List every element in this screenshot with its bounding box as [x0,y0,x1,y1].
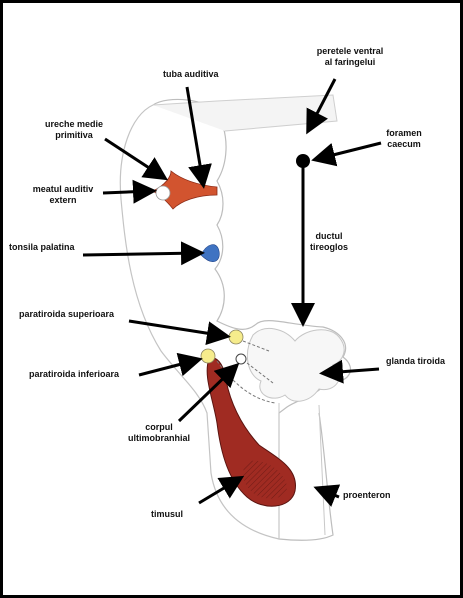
label-ureche-line1: ureche medie [44,119,104,129]
label-foramen-line2: caecum [387,139,421,149]
label-proenteron-text: proenteron [343,490,391,500]
label-proenteron: proenteron [343,490,391,501]
meatus-circle [155,185,171,201]
arrow-paratiroida-inf [138,352,203,377]
label-ureche: ureche medie primitiva [29,119,119,141]
foramen-caecum-dot [296,154,310,168]
label-ductul: ductul tireoglos [299,231,359,253]
label-peretele-line1: peretele ventral [316,46,384,56]
label-corpul: corpul ultimobranhial [109,422,209,444]
pointer-arrows [82,78,382,507]
arrow-corpul [177,362,240,423]
pharyngeal-wall-top [152,94,338,132]
thyroid-gland-shape [246,327,345,402]
arrow-proenteron [313,484,341,507]
label-paratiroida-inf-text: paratiroida inferioara [29,369,120,379]
label-meatul-line1: meatul auditiv [32,184,94,194]
label-corpul-line1: corpul [145,422,173,432]
label-ureche-line2: primitiva [55,130,93,140]
label-timusul-text: timusul [151,509,184,519]
label-tonsila-text: tonsila palatina [9,242,75,252]
label-tonsila: tonsila palatina [9,242,75,253]
parathyroid-inferior-shape [200,348,216,364]
label-peretele: peretele ventral al faringelui [295,46,405,68]
label-glanda-text: glanda tiroida [386,356,446,366]
label-foramen: foramen caecum [379,128,429,150]
palatine-tonsil-shape [200,244,220,262]
label-timusul: timusul [151,509,183,520]
arrow-tonsila [82,241,205,266]
arrow-glanda [319,359,380,384]
thymus-hatch [242,460,287,499]
migration-path-2 [246,362,274,384]
arrow-paratiroida-sup [128,319,231,346]
label-foramen-line1: foramen [386,128,422,138]
label-paratiroida-sup-text: paratiroida superioara [19,309,115,319]
pharynx-diagram-graphic [82,78,382,541]
pharynx-body-outline [152,98,351,541]
label-tuba: tuba auditiva [163,69,219,80]
arrow-meatul [102,179,157,204]
ultimobranchial-body-shape [235,353,247,365]
parathyroid-superior-shape [228,329,244,345]
label-corpul-line2: ultimobranhial [127,433,190,443]
auditory-tube-shape [152,170,218,210]
pharynx-back-outline [119,104,280,540]
arrow-ureche [104,137,169,181]
label-peretele-line2: al faringelui [324,57,376,67]
label-glanda: glanda tiroida [386,356,445,367]
label-tuba-text: tuba auditiva [163,69,219,79]
label-paratiroida-sup: paratiroida superioara [19,309,114,320]
label-meatul: meatul auditiv extern [21,184,105,206]
label-ductul-line1: ductul [315,231,343,241]
label-ductul-line2: tireoglos [309,242,348,252]
arrow-timusul [198,475,245,505]
arrow-peretele [306,78,337,135]
label-paratiroida-inf: paratiroida inferioara [29,369,119,380]
label-meatul-line2: extern [49,195,77,205]
arrow-foramen [311,141,382,167]
arrow-tuba [185,86,212,189]
